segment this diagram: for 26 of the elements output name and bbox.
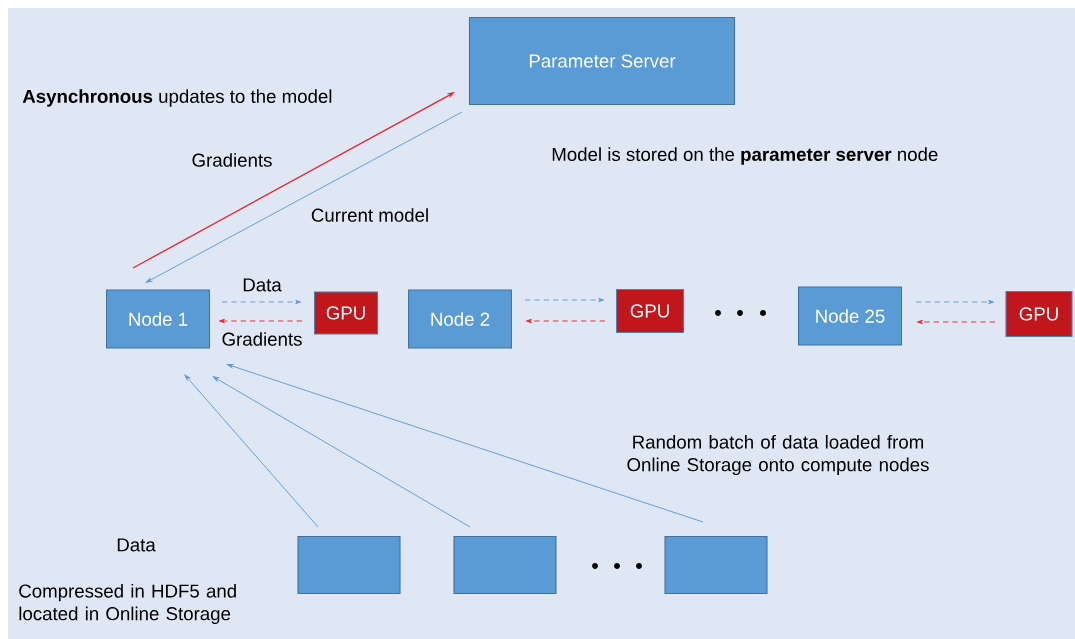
annotation-text: Compressed in HDF5 and located in Online Storage [19, 583, 236, 624]
gpu-box: GPU [314, 291, 378, 335]
edge-label: Data [240, 277, 284, 293]
process-box: Parameter Server [468, 17, 736, 105]
annotation-text: Model is stored on the parameter server node [552, 147, 938, 165]
process-box: Node 1 [106, 289, 210, 349]
arrow [526, 318, 606, 324]
arrow [226, 363, 704, 523]
arrow [524, 297, 604, 303]
arrow [917, 319, 996, 325]
arrow [184, 374, 319, 528]
annotation-text: Random batch of data loaded from Online Storage onto compute nodes [627, 434, 929, 475]
data-box [297, 535, 401, 595]
process-box: Node 2 [408, 289, 512, 349]
annotation-text: Asynchronous updates to the model [22, 89, 332, 107]
data-box [453, 535, 557, 595]
arrow [145, 111, 463, 283]
annotation-text: Data [117, 538, 156, 552]
gpu-box: GPU [616, 289, 684, 333]
arrow [221, 299, 301, 305]
arrow [212, 376, 471, 528]
gpu-box: GPU [1005, 290, 1073, 338]
arrow [915, 299, 994, 305]
process-box: Node 25 [798, 286, 902, 346]
arrow [219, 318, 303, 324]
data-box [664, 535, 768, 595]
